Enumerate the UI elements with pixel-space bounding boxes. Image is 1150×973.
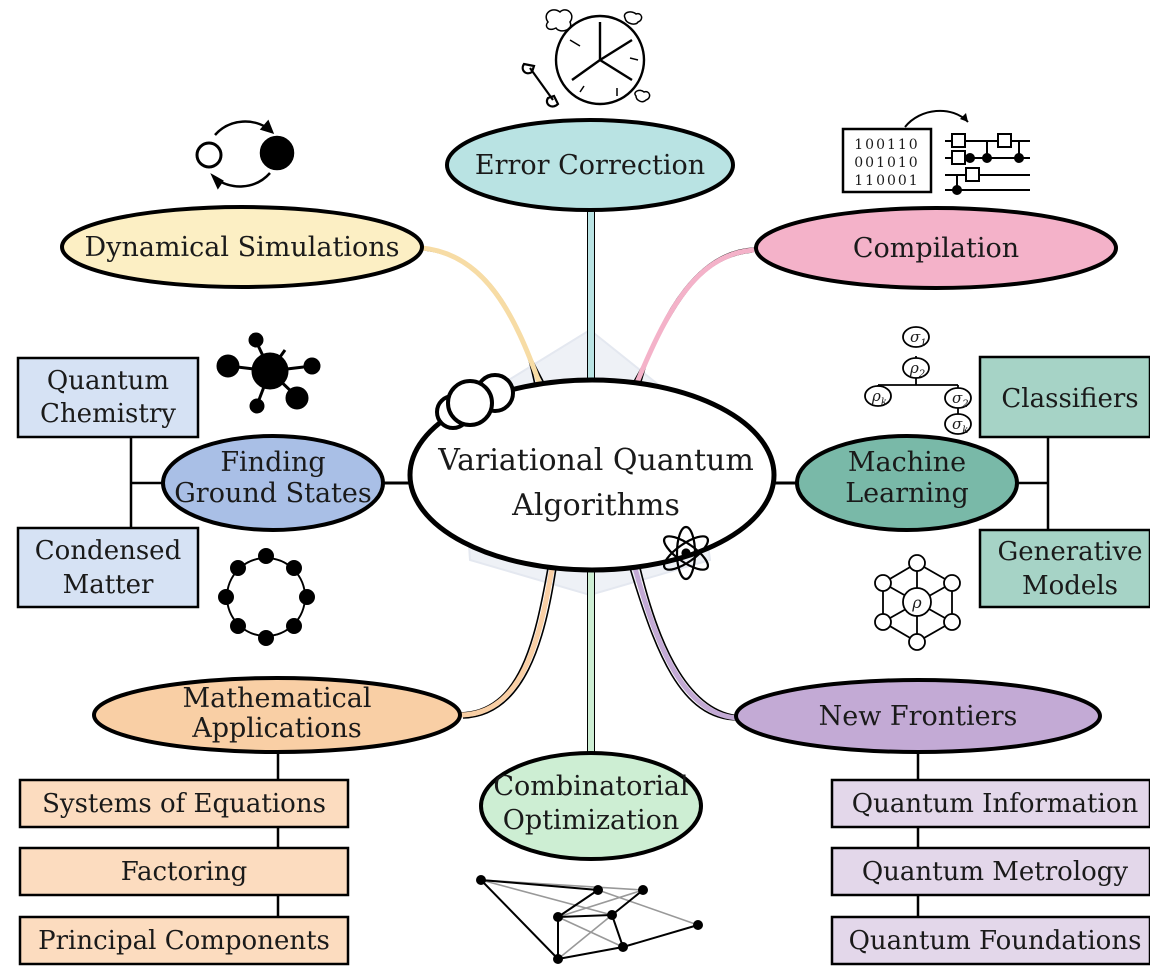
node-compilation-label: Compilation <box>853 233 1019 264</box>
svg-text:110001: 110001 <box>854 173 919 189</box>
atom-icon <box>662 525 710 581</box>
svg-text:Principal Components: Principal Components <box>38 926 330 956</box>
svg-text:Systems of Equations: Systems of Equations <box>42 789 326 819</box>
svg-text:Classifiers: Classifiers <box>1001 384 1138 414</box>
circuit-icon <box>945 133 1030 195</box>
node-mathematical-applications-line1: Mathematical <box>183 683 372 714</box>
svg-text:Models: Models <box>1022 571 1118 601</box>
box-quantum-metrology[interactable]: Quantum Metrology <box>830 846 1150 897</box>
node-combinatorial-optimization-line2: Optimization <box>503 805 680 836</box>
node-error-correction[interactable] <box>445 118 735 212</box>
cloud-icon <box>545 9 651 103</box>
node-finding-ground-states-line2: Ground States <box>174 478 372 509</box>
graph-icon <box>476 875 703 964</box>
node-machine-learning-line1: Machine <box>848 447 966 478</box>
svg-text:ρ2: ρ2 <box>909 359 925 380</box>
svg-text:Quantum: Quantum <box>47 366 169 396</box>
generative-rho-label: ρ <box>911 593 922 612</box>
molecule-icon <box>216 332 321 414</box>
node-mathematical-applications[interactable] <box>92 676 462 754</box>
connector-compilation <box>639 247 756 386</box>
node-error-correction-label: Error Correction <box>475 150 705 181</box>
svg-text:Quantum Information: Quantum Information <box>852 789 1139 819</box>
box-generative-models[interactable]: Generative Models <box>978 528 1150 609</box>
svg-text:ρk: ρk <box>871 387 887 408</box>
connector-combinatorial-fill <box>588 570 594 760</box>
svg-text:σ1: σ1 <box>910 328 927 349</box>
node-combinatorial-optimization-line1: Combinatorial <box>493 771 688 802</box>
box-quantum-information[interactable]: Quantum Information <box>830 778 1150 829</box>
svg-text:Generative: Generative <box>997 537 1142 567</box>
center-node[interactable] <box>407 377 777 573</box>
box-quantum-foundations[interactable]: Quantum Foundations <box>830 915 1150 966</box>
svg-text:Quantum Foundations: Quantum Foundations <box>849 926 1142 956</box>
center-title-line1: Variational Quantum <box>437 443 754 478</box>
generative-network-icon <box>874 554 961 651</box>
classifier-tree-labels: σ1 ρ2 ρk σ2 σk <box>871 328 969 436</box>
node-dynamical-simulations[interactable] <box>60 205 424 289</box>
node-combinatorial-optimization[interactable] <box>479 751 703 861</box>
clock-icon <box>554 14 646 106</box>
swap-dynamics-icon <box>195 119 295 190</box>
svg-text:Chemistry: Chemistry <box>40 399 176 429</box>
compile-arrow <box>904 109 969 128</box>
svg-text:100110: 100110 <box>854 137 919 153</box>
classifier-tree-icon <box>864 326 972 435</box>
node-compilation[interactable] <box>754 206 1118 290</box>
svg-text:σk: σk <box>952 415 968 436</box>
thought-bubble-icon <box>435 373 515 430</box>
center-title-line2: Algorithms <box>511 488 680 523</box>
node-machine-learning-line2: Learning <box>845 478 969 509</box>
connector-dynamical <box>419 246 536 386</box>
svg-text:001010: 001010 <box>854 155 919 171</box>
svg-text:Factoring: Factoring <box>121 857 248 887</box>
connector-frontiers <box>639 567 741 717</box>
node-finding-ground-states-line1: Finding <box>220 447 325 478</box>
node-finding-ground-states[interactable] <box>161 434 385 532</box>
box-systems-of-equations[interactable]: Systems of Equations <box>18 778 350 829</box>
svg-text:Quantum Metrology: Quantum Metrology <box>862 857 1129 887</box>
box-condensed-matter[interactable]: Condensed Matter <box>16 526 200 609</box>
box-classifiers[interactable]: Classifiers <box>978 355 1150 439</box>
node-dynamical-simulations-label: Dynamical Simulations <box>85 232 400 263</box>
node-machine-learning[interactable] <box>795 434 1019 532</box>
svg-text:Condensed: Condensed <box>35 536 181 566</box>
node-new-frontiers-label: New Frontiers <box>819 701 1018 732</box>
bitstring-matrix: 100110 001010 110001 <box>841 127 933 194</box>
box-quantum-chemistry[interactable]: Quantum Chemistry <box>16 356 200 439</box>
node-new-frontiers[interactable] <box>734 678 1102 754</box>
svg-text:σ2: σ2 <box>952 389 969 410</box>
box-principal-components[interactable]: Principal Components <box>18 915 350 966</box>
wrench-icon <box>521 62 560 108</box>
node-mathematical-applications-line2: Applications <box>191 713 362 744</box>
svg-text:Matter: Matter <box>63 570 154 600</box>
box-factoring[interactable]: Factoring <box>18 846 350 897</box>
connector-error-correction-fill <box>588 210 594 380</box>
ring-lattice-icon <box>218 548 315 646</box>
